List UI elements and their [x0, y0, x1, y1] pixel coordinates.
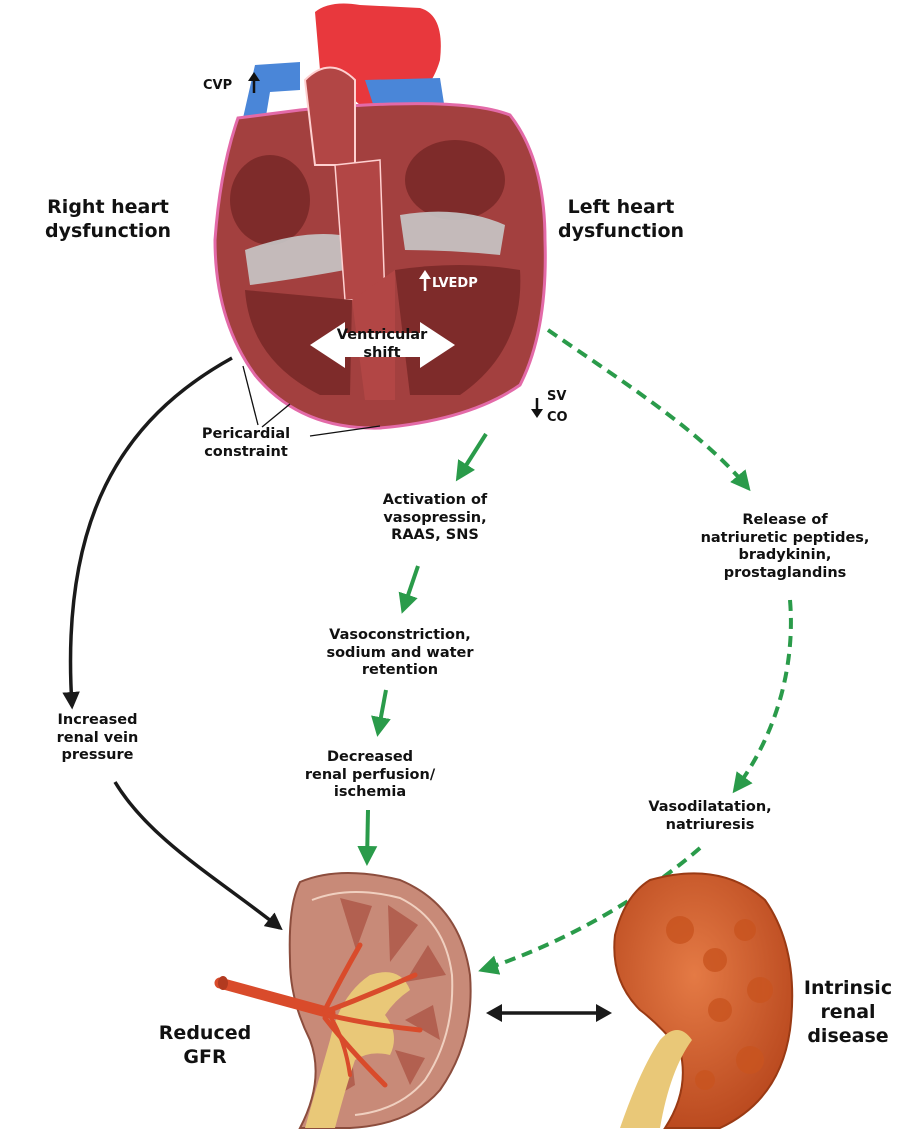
arrow-vasoconstriction-to-perfusion [378, 690, 386, 733]
arrow-right-heart-to-renal-vein [70, 358, 232, 706]
right-heart-dysfunction-label: Right heart dysfunction [20, 196, 196, 244]
arrow-release-to-vasodilatation [735, 600, 791, 790]
heart-illustration [215, 4, 545, 429]
arrow-heart-to-activation [458, 434, 486, 478]
co-label: CO [547, 410, 568, 426]
diseased-kidney [614, 873, 792, 1128]
intrinsic-renal-disease-label: Intrinsic renal disease [792, 977, 904, 1048]
arrow-renal-vein-to-gfr [115, 782, 280, 928]
arrow-activation-to-vasoconstriction [403, 566, 418, 610]
lvedp-label: LVEDP [432, 276, 478, 292]
release-label: Release of natriuretic peptides, bradyki… [650, 512, 905, 583]
sv-label: SV [547, 389, 566, 405]
vasoconstriction-label: Vasoconstriction, sodium and water reten… [290, 627, 510, 680]
pericardial-constraint-label: Pericardial constraint [180, 426, 312, 461]
reduced-gfr-label: Reduced GFR [150, 1022, 260, 1070]
vasodilatation-label: Vasodilatation, natriuresis [620, 799, 800, 834]
arrow-perfusion-to-kidney [367, 810, 368, 862]
left-heart-dysfunction-label: Left heart dysfunction [533, 196, 709, 244]
arrow-heart-to-release [548, 330, 748, 488]
ventricular-shift-label: Ventricular shift [320, 327, 444, 362]
sv-co-down-arrow [531, 398, 543, 418]
double-arrow-kidneys [486, 1004, 612, 1022]
cvp-label: CVP [203, 78, 232, 94]
increased-renal-vein-pressure-label: Increased renal vein pressure [25, 712, 170, 765]
decreased-renal-perfusion-label: Decreased renal perfusion/ ischemia [280, 749, 460, 802]
activation-label: Activation of vasopressin, RAAS, SNS [340, 492, 530, 545]
